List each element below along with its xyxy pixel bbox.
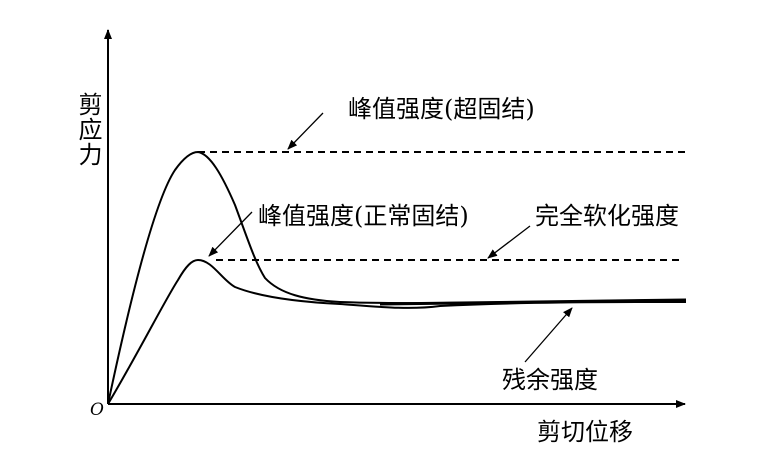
residual-thick-line (379, 298, 687, 306)
normally-consolidated-curve (107, 258, 687, 405)
overconsolidated-curve (107, 150, 687, 405)
y-axis-label: 剪应力 (74, 92, 102, 167)
arrow-fully-softened (487, 225, 531, 259)
arrow-peak-nc (208, 211, 253, 257)
peak-nc-label: 峰值强度(正常固结) (258, 202, 469, 230)
peak-oc-label: 峰值强度(超固结) (348, 95, 535, 123)
residual-label: 残余强度 (502, 366, 598, 394)
arrow-peak-oc (287, 112, 324, 150)
arrow-residual (524, 307, 573, 363)
x-axis-label: 剪切位移 (537, 418, 633, 446)
origin-label: O (90, 400, 104, 420)
fully-softened-label: 完全软化强度 (535, 202, 679, 230)
